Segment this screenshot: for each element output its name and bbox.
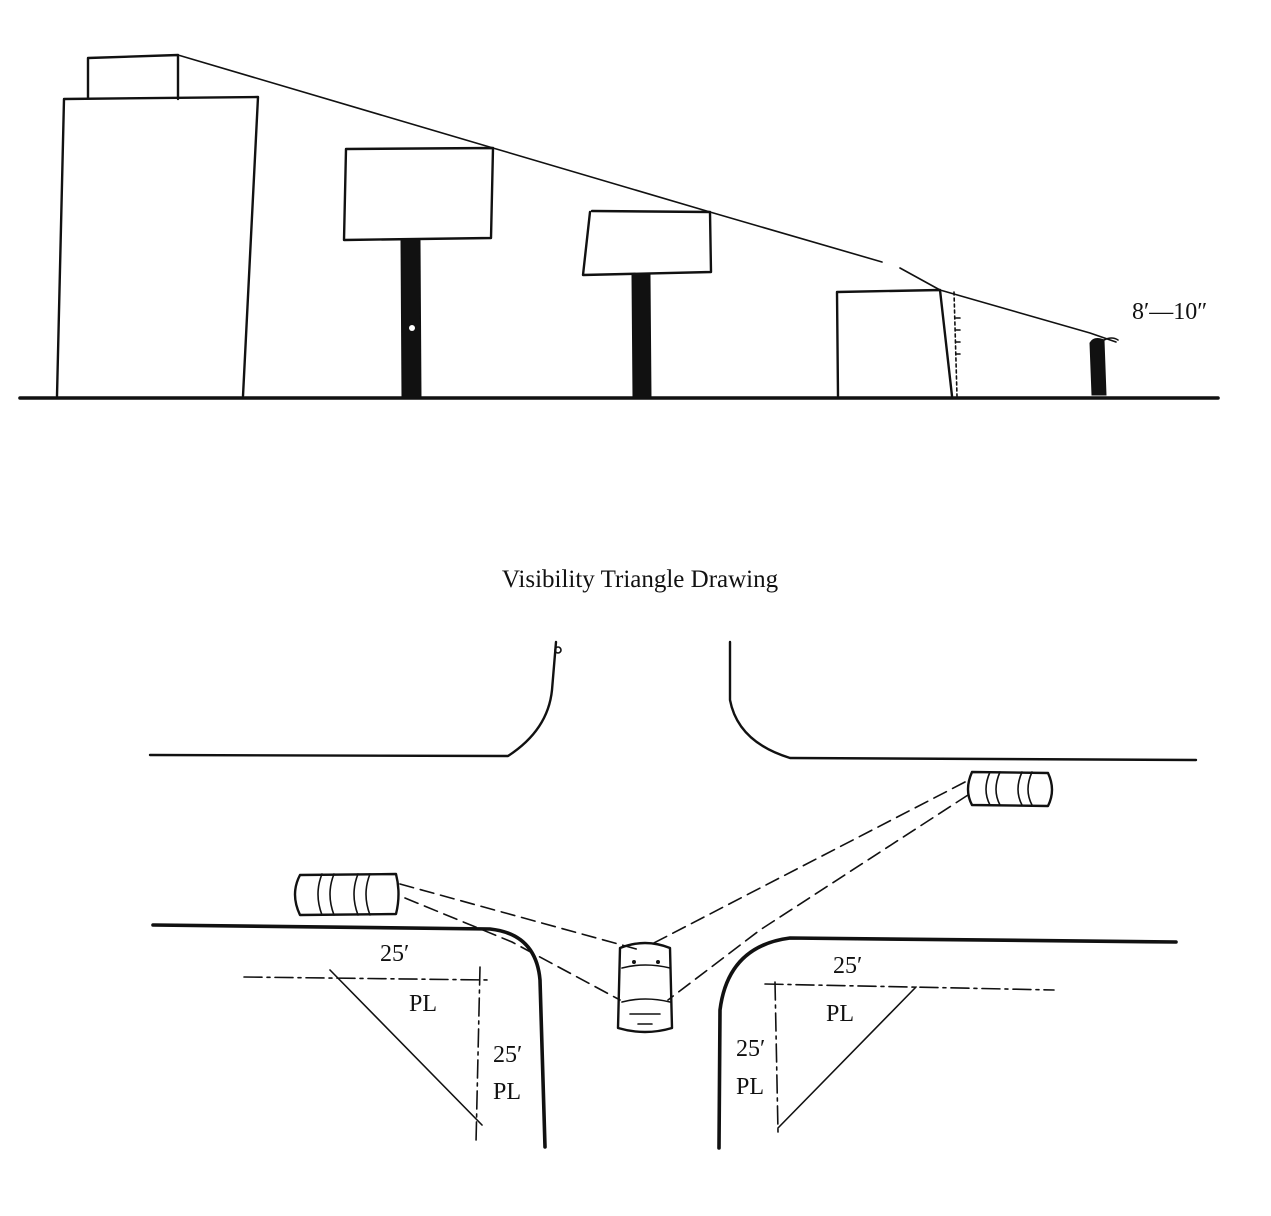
plan-drawing: 25′ PL 25′ PL 25′ PL 25′ PL bbox=[148, 640, 1198, 1150]
right-visibility-triangle-hypotenuse bbox=[777, 986, 917, 1129]
sight-line-left-upper bbox=[399, 883, 641, 951]
left-property-line-horizontal bbox=[243, 976, 491, 981]
billboard-one bbox=[342, 146, 495, 242]
sight-line-right-lower bbox=[667, 794, 969, 1001]
right-vertical-pl: PL bbox=[736, 1074, 764, 1100]
left-visibility-triangle-hypotenuse bbox=[329, 969, 483, 1126]
sight-line-segment bbox=[899, 267, 1117, 343]
left-horizontal-dimension: 25′ bbox=[380, 941, 409, 967]
bottom-right-curb bbox=[717, 936, 1178, 1150]
low-building bbox=[835, 288, 954, 398]
figure-title: Visibility Triangle Drawing bbox=[502, 566, 779, 593]
right-horizontal-dimension: 25′ bbox=[833, 953, 862, 979]
car-detail bbox=[656, 960, 660, 964]
car-detail bbox=[632, 960, 636, 964]
bottom-left-curb bbox=[151, 923, 547, 1149]
right-horizontal-pl: PL bbox=[826, 1001, 854, 1027]
height-label: 8′—10″ bbox=[1132, 299, 1207, 325]
observer-figure bbox=[1089, 338, 1107, 396]
top-right-curb bbox=[728, 640, 1198, 762]
rooftop-box bbox=[86, 53, 180, 101]
left-car bbox=[293, 872, 400, 917]
curb-mark bbox=[554, 646, 562, 654]
left-vertical-pl: PL bbox=[493, 1079, 521, 1105]
left-horizontal-pl: PL bbox=[409, 991, 437, 1017]
billboard-two bbox=[581, 209, 713, 277]
sight-line-left-lower bbox=[404, 897, 621, 1001]
billboard-two-post bbox=[631, 274, 652, 399]
low-building-edge bbox=[953, 291, 958, 397]
right-property-line-horizontal bbox=[764, 983, 1055, 991]
top-left-curb bbox=[148, 640, 558, 758]
tall-building bbox=[55, 95, 260, 398]
right-car bbox=[966, 770, 1054, 808]
right-property-line-vertical bbox=[774, 981, 779, 1133]
left-property-line-vertical bbox=[475, 966, 481, 1144]
sight-line bbox=[177, 54, 883, 263]
center-car bbox=[616, 941, 674, 1034]
left-vertical-dimension: 25′ bbox=[493, 1042, 522, 1068]
billboard-one-post bbox=[400, 239, 422, 399]
elevation-drawing: 8′—10″ bbox=[18, 53, 1220, 400]
right-vertical-dimension: 25′ bbox=[736, 1036, 765, 1062]
sight-line-right-upper bbox=[649, 781, 966, 946]
post-highlight bbox=[409, 325, 415, 331]
low-building-marks bbox=[955, 317, 961, 355]
observer-head bbox=[1103, 337, 1119, 341]
